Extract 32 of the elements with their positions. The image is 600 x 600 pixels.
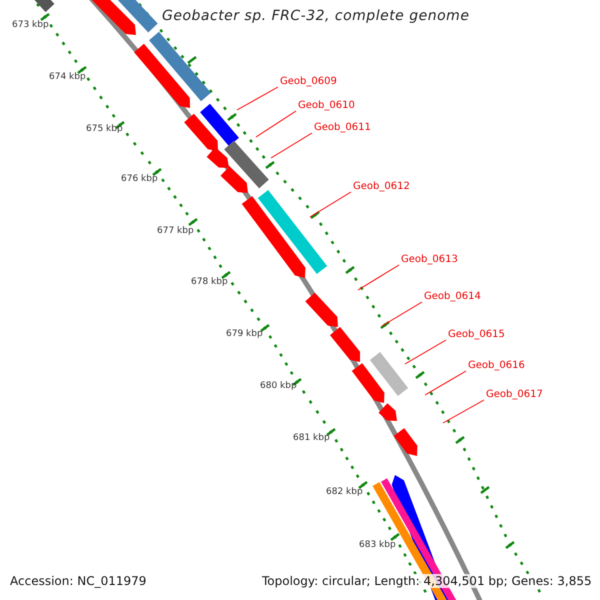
scale-label: 682 kbp xyxy=(326,487,363,497)
genome-summary-text: Topology: circular; Length: 4,304,501 bp; Genes: 3,855 xyxy=(262,574,592,588)
scale-label: 683 kbp xyxy=(359,540,396,550)
gene-label: Geob_0611 xyxy=(314,122,371,133)
scale-label: 678 kbp xyxy=(191,277,228,287)
scale-label: 675 kbp xyxy=(86,124,123,134)
gene-label: Geob_0616 xyxy=(468,360,525,371)
leader-line xyxy=(442,400,484,424)
leader-line xyxy=(256,110,296,138)
scale-label: 679 kbp xyxy=(226,329,263,339)
gene-label: Geob_0609 xyxy=(280,76,337,87)
accession-text: Accession: NC_011979 xyxy=(10,574,146,588)
leader-line xyxy=(404,340,446,364)
scale-label: 680 kbp xyxy=(260,381,297,391)
leader-line xyxy=(358,264,400,290)
gene-label: Geob_0617 xyxy=(486,389,543,400)
gene-label: Geob_0614 xyxy=(424,291,481,302)
scale-label: 674 kbp xyxy=(49,72,86,82)
leader-line xyxy=(236,86,278,110)
scale-label: 677 kbp xyxy=(157,226,194,236)
leader-line xyxy=(310,192,352,218)
scale-label: 673 kbp xyxy=(12,20,49,30)
gene-label: Geob_0615 xyxy=(448,329,505,340)
scale-label: 676 kbp xyxy=(121,174,158,184)
scale-label: 681 kbp xyxy=(293,433,330,443)
diagram-title: Geobacter sp. FRC-32, complete genome xyxy=(162,8,470,24)
leader-line xyxy=(424,370,466,396)
gene-label: Geob_0612 xyxy=(353,181,410,192)
leader-line xyxy=(382,302,422,326)
leader-line xyxy=(270,132,312,158)
gene-label: Geob_0613 xyxy=(401,254,458,265)
gene-label: Geob_0610 xyxy=(298,100,355,111)
